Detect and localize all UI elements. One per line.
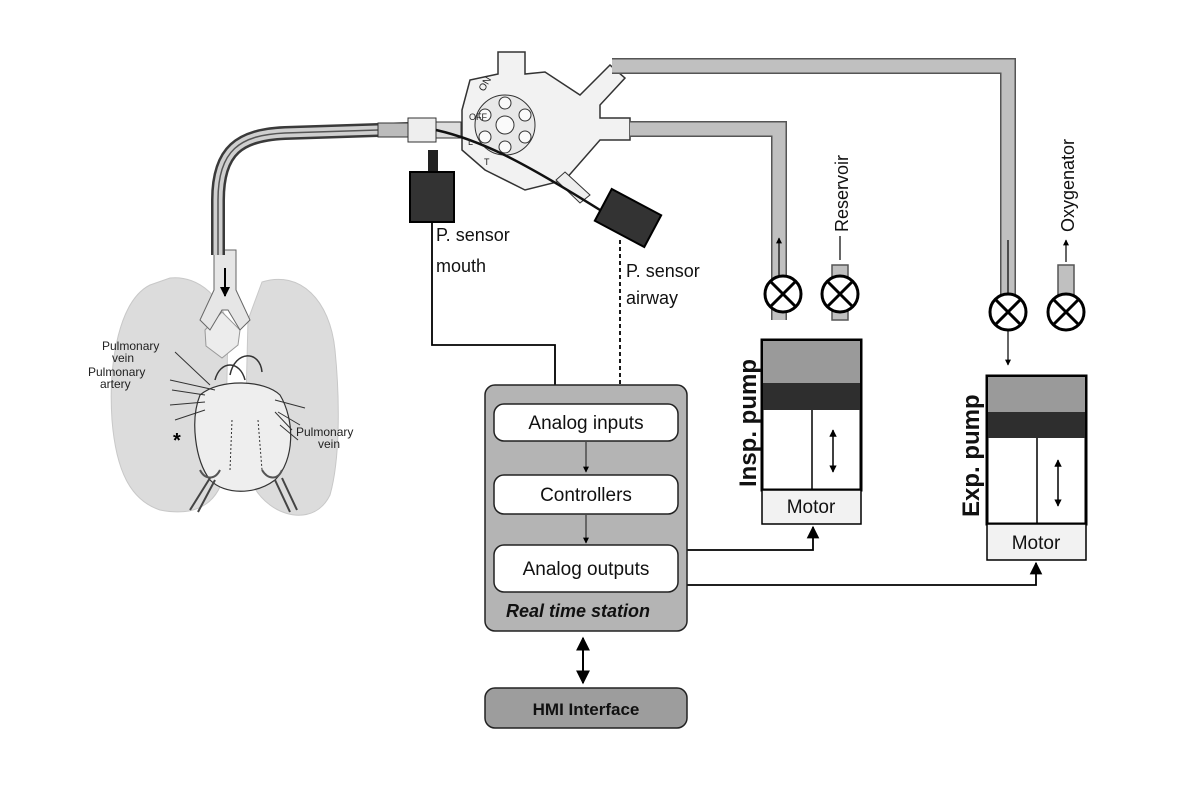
analog-inputs-block[interactable]: Analog inputs: [493, 403, 679, 442]
hmi-interface-button[interactable]: HMI Interface: [484, 687, 688, 729]
p-sensor-mouth[interactable]: [409, 150, 455, 223]
pulmonary-artery-label: Pulmonary artery: [88, 365, 149, 391]
pulmonary-vein-right-pointer: [274, 411, 293, 431]
endotracheal-tube: [211, 117, 462, 255]
exp-pump-label: Exp. pump: [958, 394, 985, 517]
insp-pump-label: Insp. pump: [735, 359, 762, 487]
insp-valve-2[interactable]: [820, 274, 860, 314]
p-sensor-airway-label: P. sensor airway: [626, 261, 705, 308]
oxygenator-label: Oxygenator: [1058, 139, 1078, 232]
valve-marking-t: T: [484, 157, 490, 167]
reservoir-label: Reservoir: [832, 155, 852, 232]
real-time-station: Analog inputs Controllers Analog outputs…: [484, 384, 688, 632]
exp-motor-control-line: [676, 561, 1043, 586]
valve-marking-l: L: [468, 137, 473, 147]
exp-valve-1[interactable]: [988, 292, 1028, 332]
pulmonary-vein-left-pointer: [174, 351, 211, 386]
controllers-label: Controllers: [540, 485, 632, 506]
pulmonary-vein-right-label: Pulmonary vein: [296, 425, 357, 451]
exp-pump: [985, 374, 1088, 526]
analog-outputs-block[interactable]: Analog outputs: [493, 544, 679, 593]
insp-piston: [763, 383, 860, 410]
insp-motor[interactable]: Motor: [761, 489, 862, 525]
exp-motor-label: Motor: [1012, 533, 1061, 554]
real-time-station-title: Real time station: [506, 601, 650, 621]
trachea: [199, 249, 251, 331]
controllers-block[interactable]: Controllers: [493, 474, 679, 515]
insp-motor-control-line: [676, 525, 820, 551]
analog-inputs-label: Analog inputs: [528, 413, 643, 434]
pulmonary-vein-left-label: Pulmonary vein: [102, 339, 163, 365]
insp-motor-label: Motor: [787, 497, 836, 518]
valve-marking-off: OFF: [469, 112, 487, 122]
exp-piston: [988, 412, 1085, 438]
pulmonary-artery-pointer: [169, 379, 216, 391]
exp-motor[interactable]: Motor: [986, 523, 1087, 561]
p-sensor-airway[interactable]: [593, 187, 663, 249]
asterisk-marker: *: [173, 430, 181, 452]
exp-tube: [612, 58, 1016, 320]
analog-outputs-label: Analog outputs: [523, 559, 650, 580]
mouth-sensor-signal-line: [431, 222, 562, 400]
hmi-interface-label: HMI Interface: [533, 700, 640, 719]
exp-valve-2[interactable]: [1046, 292, 1086, 332]
insp-pump: [760, 338, 863, 492]
insp-valve-1[interactable]: [763, 274, 803, 314]
p-sensor-mouth-label: P. sensor mouth: [436, 225, 515, 276]
heart-illustration: [169, 355, 306, 513]
valve-manifold: ON OFF L T: [435, 51, 631, 212]
